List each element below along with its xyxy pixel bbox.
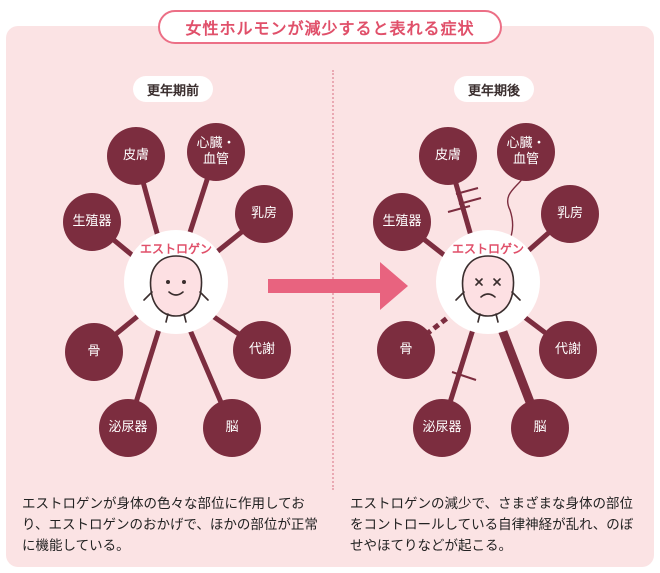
- node-after-metabolism: [539, 321, 597, 379]
- after-caption: エストロゲンの減少で、さまざまな身体の部位をコントロールしている自律神経が乱れ、…: [350, 496, 634, 554]
- node-after-skin: [419, 127, 477, 185]
- arrow-icon: [268, 262, 408, 310]
- node-after-urinary: [413, 399, 471, 457]
- node-before-breast: [235, 185, 293, 243]
- before-caption: エストロゲンが身体の色々な部位に作用しており、エストロゲンのおかげで、ほかの部位…: [22, 496, 318, 554]
- before-center-label: エストロゲン: [139, 242, 212, 256]
- before-nodes: [63, 123, 293, 457]
- node-before-metabolism: [233, 321, 291, 379]
- after-face: [455, 255, 521, 323]
- node-after-breast: [541, 185, 599, 243]
- node-after-heart: [497, 123, 555, 181]
- after-label: 更年期後: [454, 76, 534, 102]
- node-after-bone: [377, 321, 435, 379]
- node-before-skin: [107, 127, 165, 185]
- node-before-heart: [187, 123, 245, 181]
- node-before-urinary: [99, 399, 157, 457]
- page-title: 女性ホルモンが減少すると表れる症状: [158, 10, 502, 44]
- node-after-reproductive: [373, 193, 431, 251]
- after-nodes: [373, 123, 599, 457]
- before-label: 更年期前: [133, 76, 213, 102]
- node-before-reproductive: [63, 193, 121, 251]
- node-before-brain: [203, 399, 261, 457]
- background-panel: [6, 26, 654, 567]
- node-after-brain: [511, 399, 569, 457]
- break-marks: [447, 187, 482, 381]
- after-center-label: エストロゲン: [451, 242, 524, 256]
- before-face: [143, 255, 209, 323]
- node-before-bone: [65, 323, 123, 381]
